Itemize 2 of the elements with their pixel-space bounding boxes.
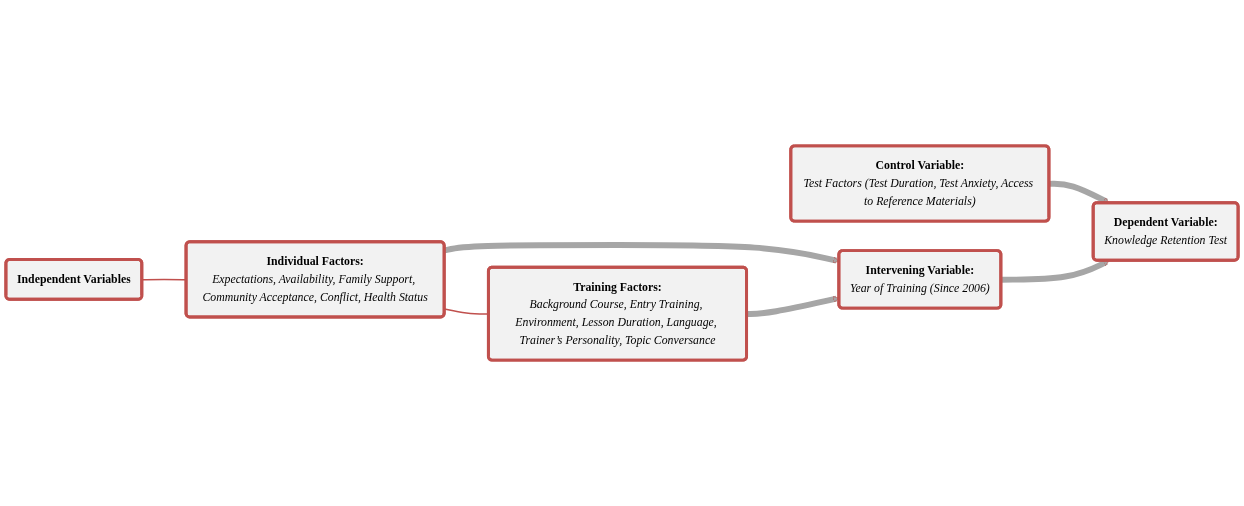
- arrow: [746, 295, 840, 317]
- arrow: [443, 242, 840, 264]
